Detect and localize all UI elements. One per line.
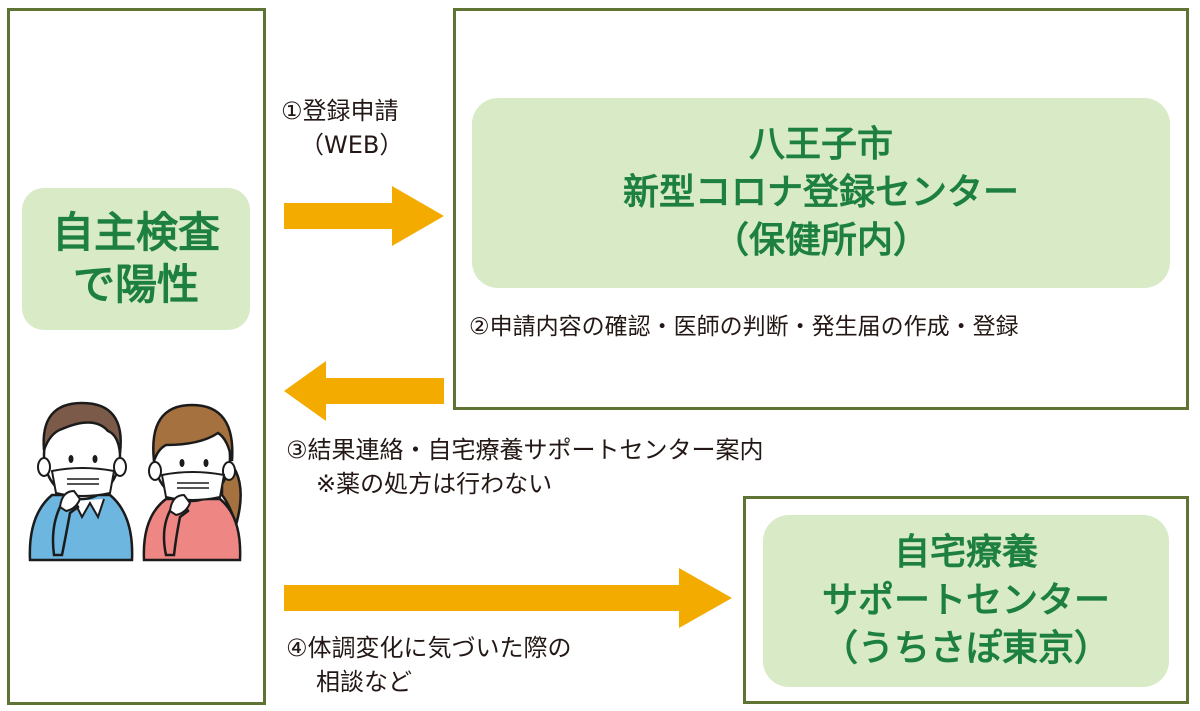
boy-illustration (28, 401, 134, 562)
registration-center-title-line3: （保健所内） (712, 220, 929, 261)
support-center-title-line3: （うちさぽ東京） (821, 628, 1110, 669)
self-test-title-line1: 自主検査 (51, 208, 220, 257)
step3-arrow-left-icon (284, 361, 444, 421)
support-center-title-line2: サポートセンター (821, 580, 1110, 621)
registration-center-title-line2: 新型コロナ登録センター (622, 172, 1019, 213)
step4-label-line1: ④体調変化に気づいた際の (286, 634, 572, 662)
self-test-positive-box: 自主検査 で陽性 (22, 188, 250, 330)
step1-arrow-right-icon (284, 186, 444, 246)
step3-label-line2: ※薬の処方は行わない (316, 470, 553, 498)
support-center-title-line1: 自宅療養 (893, 532, 1038, 573)
step4-label-line2: 相談など (316, 668, 412, 696)
girl-illustration (142, 403, 242, 562)
self-test-title-line2: で陽性 (72, 260, 199, 309)
masked-people-icon (28, 401, 242, 562)
registration-center-box: 八王子市 新型コロナ登録センター （保健所内） (472, 98, 1170, 288)
registration-center-title-line1: 八王子市 (748, 124, 893, 165)
left-frame (7, 8, 266, 705)
step4-arrow-right-icon (284, 568, 732, 628)
step3-label-line1: ③結果連絡・自宅療養サポートセンター案内 (286, 436, 764, 464)
step2-note: ②申請内容の確認・医師の判断・発生届の作成・登録 (469, 314, 1019, 340)
step1-label-line1: ①登録申請 (281, 97, 399, 125)
step1-label-line2: （WEB） (300, 131, 404, 159)
support-center-box: 自宅療養 サポートセンター （うちさぽ東京） (763, 515, 1169, 687)
